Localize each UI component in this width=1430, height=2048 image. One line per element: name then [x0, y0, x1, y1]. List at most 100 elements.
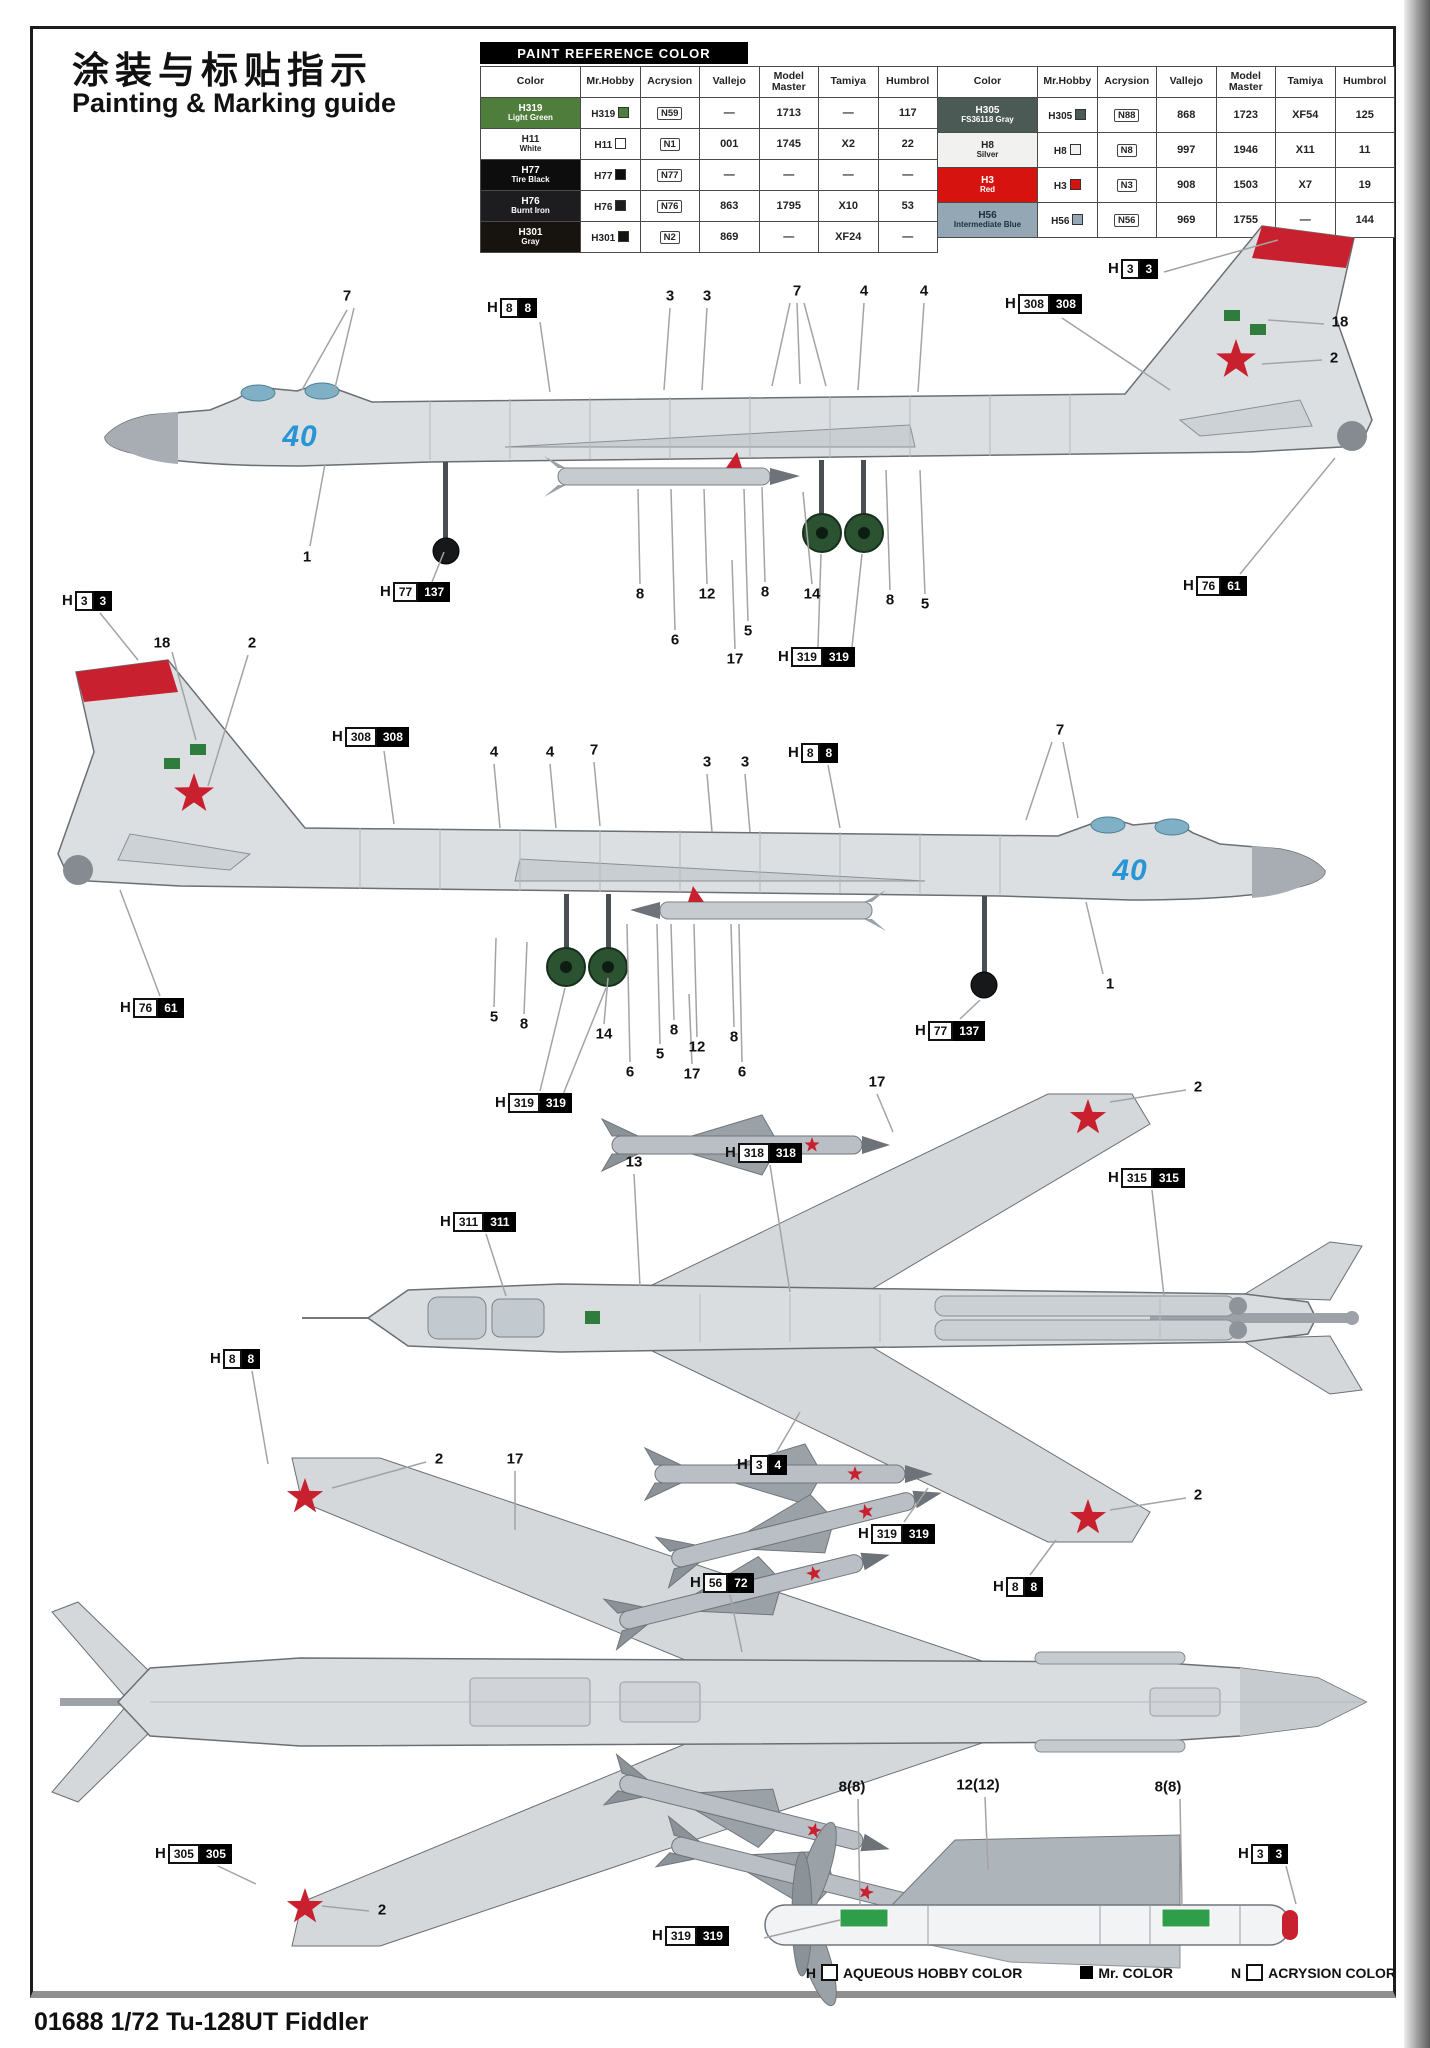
- paint-value-cell: —: [758, 159, 819, 191]
- paint-value-cell: 144: [1334, 202, 1395, 238]
- paint-value-cell: XF54: [1275, 97, 1336, 133]
- column-header: Color: [937, 66, 1038, 98]
- aqueous-prefix: H: [495, 1094, 506, 1111]
- aqueous-prefix: H: [858, 1525, 869, 1542]
- acrysion-cell: N59: [639, 97, 700, 129]
- aqueous-code: 8: [800, 743, 820, 763]
- part-number-label: 4: [859, 282, 869, 300]
- paint-value-cell: 908: [1156, 167, 1217, 203]
- paint-callout: H 308 308: [1005, 294, 1082, 314]
- part-number-label: 5: [655, 1045, 665, 1063]
- mr-color-code: 319: [822, 647, 855, 667]
- english-title: Painting & Marking guide: [72, 88, 397, 118]
- color-swatch-icon: [1069, 143, 1081, 155]
- aqueous-prefix: H: [440, 1213, 451, 1230]
- paint-value-cell: X2: [818, 128, 879, 160]
- paint-callout: H 319 319: [778, 647, 855, 667]
- color-swatch-icon: [615, 137, 627, 149]
- paint-value-cell: 11: [1334, 132, 1395, 168]
- aqueous-code: 319: [790, 647, 823, 667]
- mr-color-code: 3: [93, 591, 113, 611]
- column-header: Model Master: [758, 66, 819, 98]
- paint-value-cell: 1795: [758, 190, 819, 222]
- paint-callout: H 308 308: [332, 727, 409, 747]
- aqueous-code: 308: [1017, 294, 1050, 314]
- part-number-label: 5: [489, 1008, 499, 1026]
- mr-color-code: 319: [539, 1093, 572, 1113]
- white-box-icon: [1246, 1964, 1264, 1981]
- aqueous-prefix: H: [1108, 260, 1119, 277]
- part-number-label: 6: [737, 1063, 747, 1081]
- acrysion-cell: N77: [639, 159, 700, 191]
- aqueous-prefix: H: [120, 999, 131, 1016]
- legend-label: ACRYSION COLOR: [1268, 1964, 1396, 1981]
- mr-color-code: 137: [418, 582, 451, 602]
- mr-hobby-cell: H301: [580, 221, 641, 253]
- aqueous-code: 8: [222, 1349, 242, 1369]
- part-number-label: 2: [434, 1450, 444, 1468]
- paint-callout: H 3 3: [1238, 1844, 1289, 1864]
- column-header: Tamiya: [1275, 66, 1336, 98]
- legend-label: Mr. COLOR: [1098, 1964, 1174, 1981]
- aqueous-prefix: H: [210, 1350, 221, 1367]
- legend-label: AQUEOUS HOBBY COLOR: [842, 1964, 1023, 1981]
- paint-value-cell: 125: [1334, 97, 1395, 133]
- aqueous-prefix: H: [778, 648, 789, 665]
- paint-callout: H 77 137: [915, 1021, 986, 1041]
- aqueous-prefix: H: [1183, 577, 1194, 594]
- part-number-label: 3: [702, 753, 712, 771]
- part-number-label: 8: [519, 1015, 529, 1033]
- mr-hobby-cell: H3: [1037, 167, 1098, 203]
- paint-callout: H 8 8: [210, 1349, 261, 1369]
- aqueous-code: 76: [132, 998, 159, 1018]
- mr-hobby-cell: H77: [580, 159, 641, 191]
- aqueous-code: 76: [1195, 576, 1222, 596]
- aqueous-code: 319: [870, 1524, 903, 1544]
- part-number-label: 7: [1055, 721, 1065, 739]
- aqueous-code: 77: [927, 1021, 954, 1041]
- legend-aqueous: H AQUEOUS HOBBY COLOR: [806, 1964, 1023, 1981]
- paint-callout: H 311 311: [440, 1212, 516, 1232]
- paint-value-cell: —: [818, 97, 879, 129]
- aqueous-code: 305: [167, 1844, 200, 1864]
- mr-color-code: 308: [1049, 294, 1082, 314]
- part-number-label: 14: [803, 585, 821, 603]
- part-number-label: 3: [702, 287, 712, 305]
- paint-value-cell: 997: [1156, 132, 1217, 168]
- paint-value-cell: X10: [818, 190, 879, 222]
- paint-value-cell: 869: [699, 221, 760, 253]
- bottom-view: [51, 1457, 1368, 1947]
- part-number-label: 12: [688, 1038, 706, 1056]
- part-number-label: 8: [635, 585, 645, 603]
- paint-callout: H 315 315: [1108, 1168, 1185, 1188]
- aqueous-code: 3: [1250, 1844, 1270, 1864]
- mr-color-code: 318: [769, 1143, 802, 1163]
- paint-callout: H 8 8: [788, 743, 839, 763]
- color-swatch-icon: [615, 168, 627, 180]
- part-number-label: 13: [625, 1153, 643, 1171]
- paint-value-cell: —: [877, 159, 938, 191]
- color-swatch-icon: [618, 230, 630, 242]
- paint-callout: H 76 61: [120, 998, 184, 1018]
- part-number-label: 8: [885, 591, 895, 609]
- page-edge-shadow: [1404, 0, 1430, 2048]
- mr-color-code: 8: [1024, 1577, 1044, 1597]
- mr-hobby-cell: H11: [580, 128, 641, 160]
- mr-color-code: 137: [953, 1021, 986, 1041]
- part-number-label: 2: [247, 634, 257, 652]
- mr-color-code: 61: [158, 998, 184, 1018]
- paint-value-cell: 863: [699, 190, 760, 222]
- color-system-legend: H AQUEOUS HOBBY COLOR Mr. COLOR N ACRYSI…: [560, 1964, 1396, 1981]
- aqueous-code: 311: [452, 1212, 485, 1232]
- paint-value-cell: —: [758, 221, 819, 253]
- part-number-label: 14: [595, 1025, 613, 1043]
- color-swatch-icon: [618, 106, 630, 118]
- part-number-label: 12(12): [956, 1776, 1000, 1794]
- acrysion-cell: N88: [1096, 97, 1157, 133]
